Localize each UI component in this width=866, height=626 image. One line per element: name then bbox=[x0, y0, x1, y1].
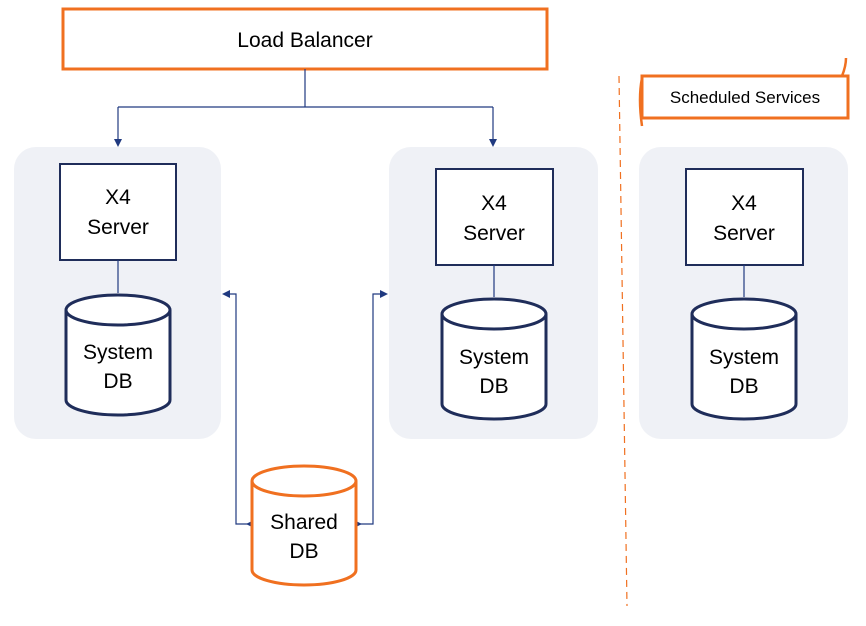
db-label-line1: System bbox=[83, 341, 153, 364]
db-label-line2: DB bbox=[729, 375, 758, 398]
shared-db: Shared DB bbox=[250, 464, 358, 587]
shared-db-connectors bbox=[222, 290, 388, 528]
x4-server-box bbox=[685, 168, 804, 266]
db-label-line2: DB bbox=[479, 375, 508, 398]
server-label-line2: Server bbox=[463, 222, 525, 245]
system-db-cylinder bbox=[440, 297, 548, 421]
server-label-line2: Server bbox=[87, 216, 149, 239]
server-label-line1: X4 bbox=[731, 192, 757, 215]
cluster-3: X4 Server System DB bbox=[685, 168, 804, 421]
db-label-line1: System bbox=[459, 346, 529, 369]
scheduled-services-banner: Scheduled Services bbox=[638, 57, 850, 127]
cluster-1: X4 Server System DB bbox=[59, 163, 177, 417]
scheduled-services-label: Scheduled Services bbox=[670, 88, 820, 107]
db-label-line1: System bbox=[709, 346, 779, 369]
system-db-cylinder bbox=[690, 297, 798, 421]
cluster-2: X4 Server System DB bbox=[435, 168, 554, 421]
server-label-line1: X4 bbox=[105, 186, 131, 209]
system-db-cylinder bbox=[64, 293, 172, 417]
db-label-line2: DB bbox=[103, 370, 132, 393]
connector-shared-to-cluster-2 bbox=[354, 290, 388, 528]
server-label-line2: Server bbox=[713, 222, 775, 245]
load-balancer-label: Load Balancer bbox=[237, 29, 372, 52]
load-balancer: Load Balancer bbox=[61, 7, 549, 71]
shared-db-label-line1: Shared bbox=[270, 511, 338, 534]
x4-server-box bbox=[435, 168, 554, 266]
server-label-line1: X4 bbox=[481, 192, 507, 215]
connector-shared-to-cluster-1 bbox=[222, 290, 254, 528]
shared-db-label-line2: DB bbox=[289, 540, 318, 563]
load-balancer-connectors bbox=[114, 69, 497, 147]
separator-dashed-line bbox=[618, 75, 628, 607]
x4-server-box bbox=[59, 163, 177, 261]
